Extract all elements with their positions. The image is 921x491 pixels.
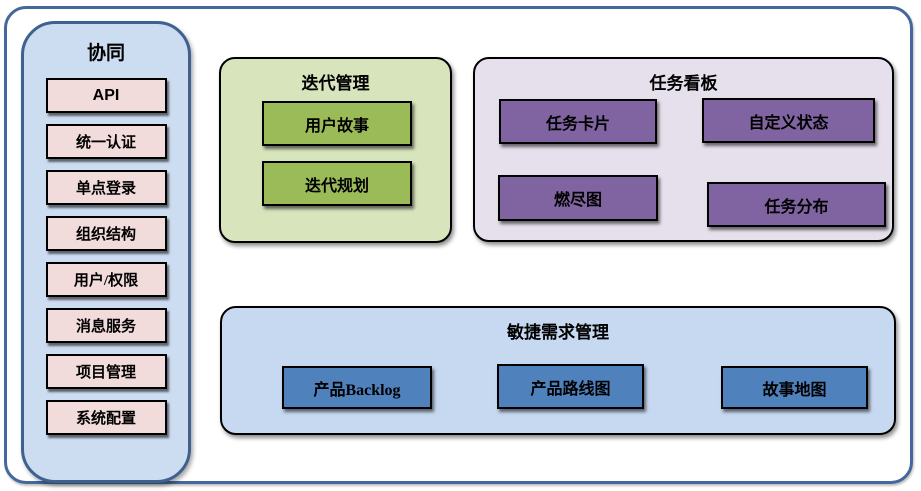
box-user-stories: 用户故事 [262,101,412,146]
sidebar-item-system-config: 系统配置 [45,400,167,435]
sidebar-item-project-management: 项目管理 [45,354,167,389]
sidebar-item-api: API [45,78,167,113]
box-story-map: 故事地图 [721,366,868,409]
box-task-cards: 任务卡片 [499,99,657,144]
agile-requirements-panel: 敏捷需求管理 产品Backlog 产品路线图 故事地图 [220,306,896,435]
sidebar-item-unified-auth: 统一认证 [45,124,167,159]
iteration-management-panel: 迭代管理 用户故事 迭代规划 [219,57,452,243]
box-task-distribution: 任务分布 [707,182,886,227]
diagram-outer-frame: 协同 API 统一认证 单点登录 组织结构 用户/权限 消息服务 项目管理 系统… [4,6,913,484]
task-kanban-panel: 任务看板 任务卡片 自定义状态 燃尽图 任务分布 [473,57,894,242]
task-kanban-title: 任务看板 [649,74,718,93]
sidebar-item-message-service: 消息服务 [45,308,167,343]
box-product-backlog: 产品Backlog [282,366,432,409]
sidebar-item-org-structure: 组织结构 [45,216,167,251]
box-custom-status: 自定义状态 [702,98,875,143]
collaboration-item-list: API 统一认证 单点登录 组织结构 用户/权限 消息服务 项目管理 系统配置 [24,78,188,435]
sidebar-item-sso: 单点登录 [45,170,167,205]
box-iteration-planning: 迭代规划 [262,161,412,206]
collaboration-panel-title: 协同 [86,43,125,64]
box-product-roadmap: 产品路线图 [497,364,644,409]
agile-requirements-title: 敏捷需求管理 [507,323,609,342]
sidebar-item-users-permissions: 用户/权限 [45,262,167,297]
box-burndown-chart: 燃尽图 [498,175,658,221]
iteration-management-title: 迭代管理 [301,74,370,93]
collaboration-sidebar-panel: 协同 API 统一认证 单点登录 组织结构 用户/权限 消息服务 项目管理 系统… [21,21,191,483]
